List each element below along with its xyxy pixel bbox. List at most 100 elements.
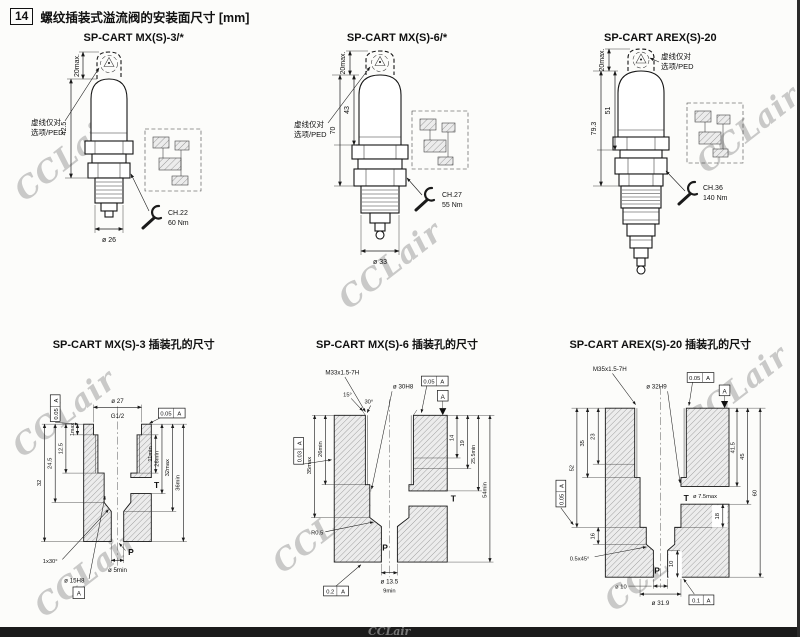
- cavity-mx3-drawing: ø 27 G1/2 11min 0.05 A 0.05: [37, 394, 188, 599]
- watermark: CCLair: [368, 625, 411, 637]
- dim-label: 32: [37, 480, 43, 486]
- radius-label: R0.5: [312, 530, 324, 536]
- section-header: 14 螺纹插装式溢流阀的安装面尺寸 [mm]: [10, 7, 249, 26]
- port-p-label: P: [383, 543, 389, 553]
- cavity-section: [334, 409, 449, 563]
- tolerance-datum: A: [559, 484, 565, 488]
- wrench-icon: [141, 204, 162, 230]
- angle-label: 30°: [365, 400, 374, 406]
- dim-label: ø 30H8: [393, 384, 414, 391]
- dim-label: 20max.: [340, 51, 347, 74]
- valve-arex20-drawing: 20max. 51 79.3 CH.36: [591, 48, 744, 275]
- dim-label: ø 33: [373, 259, 387, 266]
- wrench-size-label: CH.36: [703, 185, 723, 192]
- torque-label: 60 Nm: [168, 220, 189, 227]
- thread-lines: [622, 189, 661, 205]
- dims-right: 18 41.5 45 60: [680, 407, 766, 578]
- dim-label: 1max: [70, 423, 76, 436]
- tolerance-frame-left: 0.05 A: [50, 394, 79, 426]
- datum-label: A: [722, 388, 727, 395]
- thread-callout: M33x1.5-7H: [326, 369, 367, 413]
- wrench-size-label: CH.27: [442, 192, 462, 199]
- dim-label: 26min: [155, 451, 161, 467]
- dim-label: ø 31.9: [651, 600, 669, 607]
- dim-20max: 20max.: [331, 50, 368, 76]
- dims-right: 26min 32max 36min: [123, 423, 188, 543]
- dim-diameter: ø 26: [94, 205, 124, 244]
- dim-label: 19: [461, 440, 467, 446]
- dim-label: 12.5: [58, 443, 64, 454]
- dims-left: 26min 35max: [308, 414, 371, 519]
- ped-note-line1: 虚线仅对: [294, 119, 324, 129]
- dim-label: 70: [330, 127, 337, 135]
- tolerance-value: 0.05: [161, 412, 172, 418]
- tolerance-value: 0.05: [54, 408, 60, 419]
- seal-kit-inset: [144, 128, 201, 192]
- page-bottom-bar: CCLair: [0, 625, 800, 637]
- thread-lines: [361, 189, 398, 211]
- dim-label: ø 27: [111, 398, 124, 405]
- dim-label: 14: [450, 434, 456, 441]
- bore-callout: ø 30H8: [371, 384, 414, 490]
- dim-label: 23: [590, 433, 596, 439]
- dim-20max: 20max.: [593, 48, 631, 72]
- cavity-drawings-row: SP-CART MX(S)-3 插装孔的尺寸 ø 27: [2, 336, 792, 630]
- ped-note-line2: 选项/PED: [661, 61, 694, 71]
- tolerance-frame-bottom: 0.1 A: [683, 578, 715, 606]
- datum-flag: [72, 586, 86, 599]
- valve-mx6-drawing: 20max. 43 70 ø 33: [294, 50, 469, 266]
- tolerance-frame-right: 0.05 A: [149, 407, 186, 424]
- valve-body: [351, 74, 409, 240]
- dim-label: 35max: [308, 457, 314, 474]
- dim-label: 16: [590, 533, 596, 539]
- ped-note: 虚线仅对 选项/PED: [31, 67, 99, 137]
- dim-label: 52: [569, 465, 575, 471]
- dims-left: 1max 12.5 24.5 32: [37, 423, 105, 543]
- dim-label: 18: [715, 513, 721, 519]
- thread-spec-label: G1/2: [111, 413, 125, 420]
- tolerance-datum: A: [178, 412, 182, 418]
- dim-diameter: ø 33: [360, 215, 400, 266]
- chamfer-callout: 0.5x45°: [570, 546, 647, 562]
- tolerance-value: 0.05: [559, 494, 565, 505]
- dim-height-43: 43: [333, 74, 356, 146]
- dim-label: 10: [669, 561, 675, 567]
- dim-label: 60: [752, 490, 758, 496]
- figure-cavity-mx6: SP-CART MX(S)-6 插装孔的尺寸 M33x1.5-7H: [265, 336, 528, 630]
- figure-cavity-arex20: SP-CART AREX(S)-20 插装孔的尺寸 M35x1.5-7H: [529, 336, 792, 630]
- tolerance-frame-top: 0.05 A: [686, 372, 715, 406]
- torque-label: 55 Nm: [442, 202, 463, 209]
- port-t-label: T: [451, 494, 457, 504]
- dim-bottom-depth: 10: [667, 550, 682, 579]
- tolerance-value: 0.03: [298, 451, 304, 462]
- thread-lines: [95, 181, 122, 199]
- ped-note-line1: 虚线仅对: [31, 117, 61, 127]
- port-p-callout: P: [119, 543, 134, 557]
- tolerance-datum: A: [706, 599, 710, 605]
- ped-note: 虚线仅对 选项/PED: [649, 51, 694, 71]
- dim-height-793: 79.3: [591, 70, 622, 187]
- datum-label: A: [441, 394, 446, 401]
- ped-note-line2: 选项/PED: [294, 129, 327, 139]
- seal-kit-inset: [411, 110, 469, 170]
- dim-label: 26min: [318, 441, 324, 457]
- tolerance-value: 0.05: [424, 380, 435, 386]
- wrench-icon: [414, 186, 436, 212]
- ped-cap-dashed: [365, 50, 395, 75]
- ped-cap-dashed: [96, 51, 122, 79]
- figure-valve-arex20: SP-CART AREX(S)-20: [529, 32, 792, 332]
- dim-bottom-hole: ø 10: [615, 578, 668, 591]
- wrench-size-label: CH.22: [168, 210, 188, 217]
- page-edge: [797, 0, 800, 637]
- tolerance-frame-bottom: 0.2 A: [323, 564, 362, 597]
- dim-pilot-hole: ø 5min: [108, 543, 128, 574]
- dim-label: ø 32H9: [646, 384, 667, 391]
- radius-callout: R0.5: [312, 521, 375, 536]
- figure-valve-mx3: SP-CART MX(S)-3/*: [2, 32, 265, 332]
- port-p-label: P: [654, 566, 660, 576]
- dim-counterbore-dia: ø 27: [93, 398, 143, 423]
- dim-thread-depth: 11min: [137, 434, 159, 474]
- figure-title: SP-CART AREX(S)-20 插装孔的尺寸: [569, 339, 752, 351]
- dim-label: 36min: [176, 475, 182, 491]
- wrench-callout: CH.27 55 Nm: [406, 177, 463, 212]
